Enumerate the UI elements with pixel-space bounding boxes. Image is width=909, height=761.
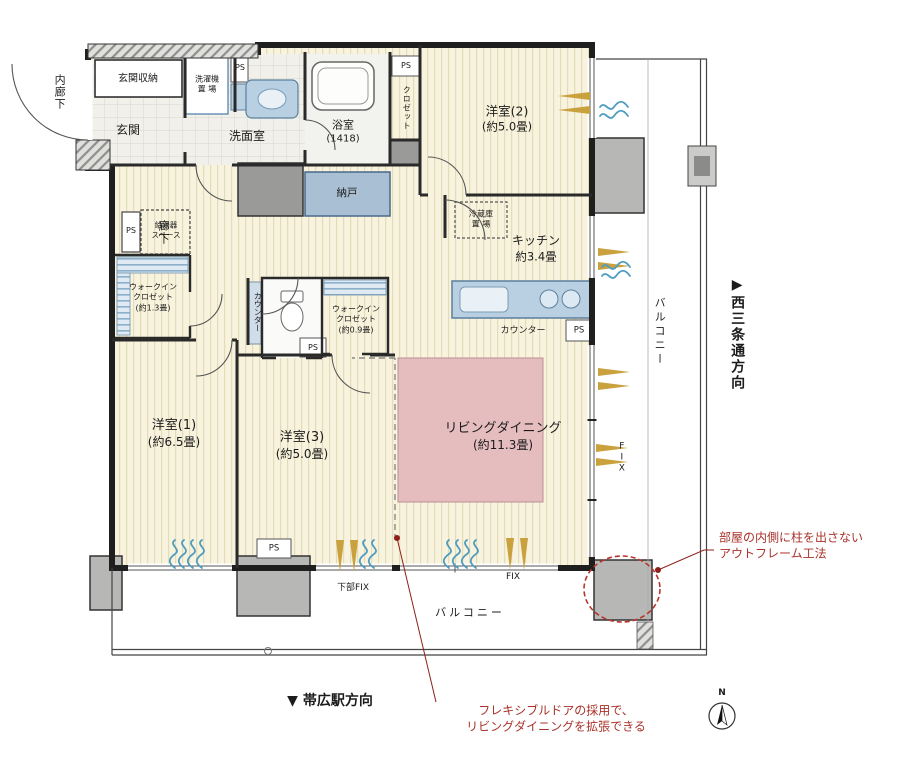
outframe-annotation: 部屋の内側に柱を出さないアウトフレーム工法 [719,530,864,560]
windows [83,58,597,573]
drain-icon [264,647,272,655]
stove-burner-icon [539,289,559,309]
inner-corridor-label: 内廊下 [53,74,67,110]
entrance-storage-box [94,59,183,98]
toilet-door-arc [261,277,299,315]
red-annotations [394,535,714,703]
direction-bottom-label: ▼ 帯広駅方向 [287,692,373,709]
hatched-wall-top [87,43,259,59]
structure-tab-inner [694,156,710,176]
balcony-right-label: バルコニー [653,297,667,367]
fridge-label: 冷蔵庫置 場 [469,209,493,229]
living-rug [397,357,544,503]
ps-box-heater [121,211,141,253]
vanity-bowl-icon [257,88,287,110]
living-dining-label: リビングダイニング(約11.3畳) [444,420,562,452]
kitchen-sink-icon [459,286,509,313]
door-arcs [11,63,486,394]
wic2-shelf [323,279,387,296]
washroom-door-arc [195,164,233,202]
balcony-bottom-label: バルコニー [435,605,505,619]
toilet-tank-icon [280,290,304,303]
living-door-arc [444,199,486,241]
walls [75,42,595,571]
bedroom2-label: 洋室(2)(約5.0畳) [481,103,533,134]
compass-north-label: N [718,688,726,699]
bathtub-inner [317,67,369,105]
leader-line-outframe [657,549,714,571]
curtain-symbol [598,368,630,390]
water-heater-label: 給湯器スペース [151,220,181,239]
fridge-box [454,201,508,239]
compass-icon [708,702,736,730]
pillar-top-right [591,137,645,214]
balcony-partition [636,621,654,650]
pillar-bottom-left [89,555,123,611]
closet-label: クロゼット [402,85,412,131]
ps-label: PS [401,60,411,70]
ps-label: PS [126,225,136,235]
pillar-highlight-circle [583,555,661,623]
ps-label: PS [308,342,318,352]
direction-right-label: ▶西三条通方向 [729,277,746,391]
toilet-bowl-icon [280,302,304,332]
washing-machine-label: 洗濯機置 場 [195,74,219,94]
kitchen-label: キッチン約3.4畳 [511,233,561,264]
bedroom3-door-arc [331,354,371,394]
flexible-door-line [352,357,396,540]
wic1-shelf [116,256,189,274]
entrance-storage-label: 玄関収納 [118,73,158,85]
ps-label: PS [268,543,280,554]
wic1-door-arc [189,293,223,327]
hallway-label: 廊下 [157,220,171,246]
storage-room-box [304,171,391,217]
inner-walls [88,45,592,568]
closet-walls [115,253,390,360]
duct-block-2 [389,139,421,166]
balcony-lines [111,58,708,656]
fix-label: FIX [616,441,627,475]
washroom-label: 洗面室 [228,129,266,144]
kitchen-counter-label: カウンター [500,326,546,337]
hatched-wall-left [75,139,111,171]
right-arrow-icon: ▶ [729,277,746,295]
lower-fix-label: 下部FIX [337,583,369,594]
leader-line-flexible [396,537,437,703]
entry-door-arc [11,63,89,141]
bathroom-label: 浴室(1418) [326,118,360,145]
wic1-shelf-side [116,272,131,336]
wic2-label: ウォークインクロゼット(約0.9畳) [332,304,380,335]
ps-label: PS [573,325,585,336]
bedroom3-label: 洋室(3)(約5.0畳) [275,429,329,461]
bathroom-door-arc [304,119,336,151]
ps-box-bottom [256,538,292,559]
bedroom1-label: 洋室(1)(約6.5畳) [147,417,201,449]
entrance-label: 玄関 [115,123,141,138]
pillar-bottom-right [593,559,653,621]
flexible-door-annotation: フレキシブルドアの採用で、リビングダイニングを拡張できる [466,703,646,733]
fix-label: FIX [506,572,520,583]
wic1-label: ウォークインクロゼット(約1.3畳) [129,282,177,313]
airflow-symbol [599,100,629,119]
duct-block [237,162,304,217]
bathtub-icon [311,61,375,111]
entry-opening [83,60,93,140]
stove-burner-icon [561,289,581,309]
ps-label: PS [235,62,245,72]
counter-label: カウンター [253,292,263,332]
bedroom2-door-arc [427,156,467,196]
fixtures [94,55,593,559]
bedroom1-door-arc [195,339,233,377]
storage-room-label: 納戸 [336,187,358,200]
